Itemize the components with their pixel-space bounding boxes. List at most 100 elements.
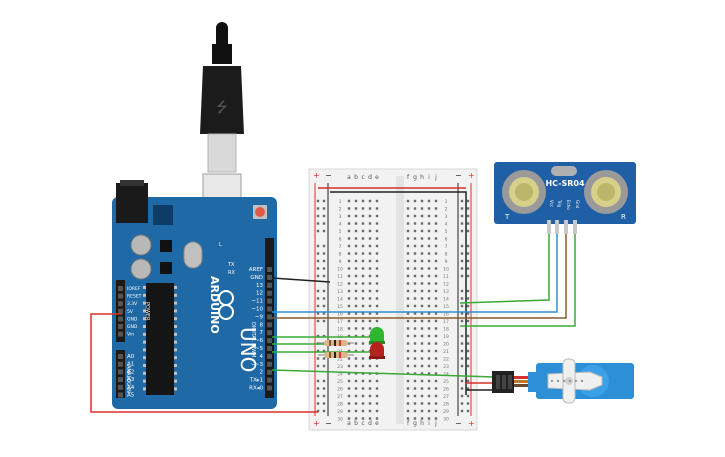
row-number-right: 20 [443,342,449,348]
column-label-top: c [361,174,364,181]
power-pin-label: GND [127,324,138,330]
power-pin-label: 3.3V [127,301,138,307]
digital-pin-socket[interactable] [267,290,272,296]
digital-pin-label: ~5 [255,346,264,352]
row-number-left: 25 [337,379,343,385]
column-label-top: b [354,174,358,181]
digital-pin-socket[interactable] [267,338,272,344]
sensor-pin[interactable] [547,220,551,234]
wire-gnd-sensor [460,233,576,327]
power-pin-label: Vin [127,332,134,338]
svg-text:⭍: ⭍ [216,100,228,116]
digital-pin-socket[interactable] [267,385,272,391]
row-number-left: 22 [337,357,343,363]
analog-pin-socket[interactable] [118,377,123,383]
row-number-left: 27 [337,394,343,400]
column-label-top: h [420,174,424,181]
sensor-pin[interactable] [573,220,577,234]
power-pin-label: GND [127,316,138,322]
sensor-pin[interactable] [564,220,568,234]
analog-pin-socket[interactable] [118,361,123,367]
analog-pin-socket[interactable] [118,369,123,375]
row-number-right: 16 [443,312,449,318]
column-label-top: a [347,174,351,181]
power-jack [116,183,148,223]
usb-cable: ⭍ [200,22,244,221]
digital-pin-socket[interactable] [267,298,272,304]
digital-pin-socket[interactable] [267,282,272,288]
row-number-right: 1 [445,199,448,205]
digital-pin-label: 8 [260,322,264,328]
analog-pin-label: A0 [127,354,135,360]
resistor-2 [318,352,354,358]
sensor-pin[interactable] [555,220,559,234]
digital-pin-label: RX◂0 [249,386,263,392]
column-label-bottom: f [407,420,410,427]
row-number-right: 30 [443,417,449,423]
row-number-right: 24 [443,372,449,378]
power-pin-socket[interactable] [118,324,123,329]
rail-plus-label-right: + [468,171,475,180]
wire-rail-black-top [330,191,467,395]
led-red [369,342,385,359]
digital-pin-socket[interactable] [267,353,272,359]
row-number-right: 23 [443,364,449,370]
digital-pin-socket[interactable] [267,361,272,367]
row-number-left: 10 [337,267,343,273]
power-pin-socket[interactable] [118,308,123,314]
digital-pin-socket[interactable] [267,274,272,280]
power-pin-label: RESET [127,294,142,300]
analog-pin-socket[interactable] [118,354,123,359]
row-number-left: 26 [337,387,343,393]
row-number-left: 5 [339,229,342,235]
servo-motor [492,358,634,404]
row-number-left: 14 [337,297,343,303]
row-number-right: 11 [443,274,449,280]
row-number-right: 29 [443,409,449,415]
wire-5v [90,313,318,413]
digital-pin-socket[interactable] [267,346,272,351]
wire-echo [272,233,567,319]
row-number-right: 5 [445,229,448,235]
row-number-right: 2 [445,207,448,213]
analog-pin-socket[interactable] [118,384,123,390]
power-pin-socket[interactable] [118,293,123,299]
digital-pin-socket[interactable] [267,267,272,272]
digital-pin-socket[interactable] [267,314,272,320]
row-number-left: 13 [337,289,343,295]
digital-pin-socket[interactable] [267,322,272,328]
digital-pin-label: ~10 [251,307,263,313]
row-number-right: 18 [443,327,449,333]
power-pin-socket[interactable] [118,331,123,337]
column-label-bottom: a [347,420,351,427]
column-label-bottom: c [361,420,364,427]
analog-pin-socket[interactable] [118,392,123,398]
row-number-right: 10 [443,267,449,273]
column-label-bottom: b [354,420,358,427]
row-number-left: 4 [339,222,342,228]
power-pin-label: 5V [127,309,134,315]
digital-pin-socket[interactable] [267,330,272,336]
row-number-right: 19 [443,334,449,340]
wire-vcc [459,233,550,304]
digital-pin-socket[interactable] [267,369,272,375]
row-number-right: 26 [443,387,449,393]
power-pin-socket[interactable] [118,301,123,307]
row-number-left: 11 [337,274,343,280]
analog-pin-label: A3 [127,377,135,383]
row-number-right: 12 [443,282,449,288]
digital-label: DIGITAL (PWM ~) [250,322,256,365]
row-number-left: 30 [337,417,343,423]
row-number-left: 23 [337,364,343,370]
digital-pin-socket[interactable] [267,377,272,383]
row-number-left: 18 [337,327,343,333]
digital-pin-socket[interactable] [267,306,272,312]
row-number-right: 17 [443,319,449,325]
power-pin-socket[interactable] [118,316,123,322]
power-pin-socket[interactable] [118,286,123,291]
